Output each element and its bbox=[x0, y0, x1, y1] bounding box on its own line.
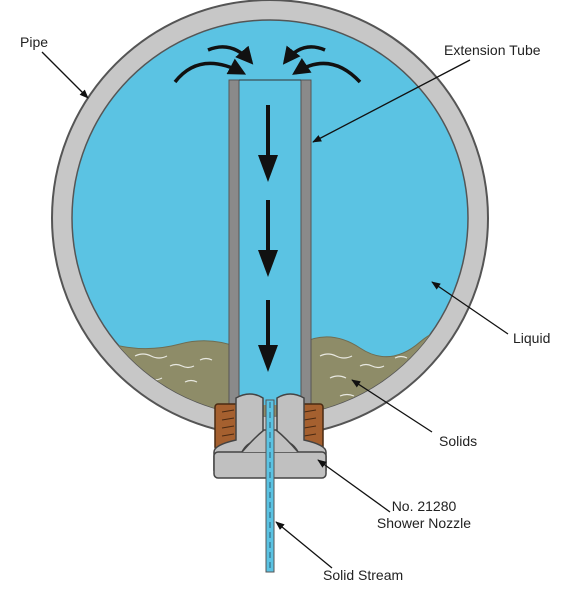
shower-nozzle bbox=[213, 393, 327, 479]
nozzle-label: No. 21280 Shower Nozzle bbox=[372, 498, 476, 532]
downward-flow-arrows bbox=[258, 105, 278, 372]
extension-tube-label: Extension Tube bbox=[444, 42, 541, 58]
nozzle-label-line1: No. 21280 bbox=[391, 498, 457, 514]
pipe-label: Pipe bbox=[20, 34, 49, 50]
extension-tube-leader bbox=[312, 59, 471, 143]
solids-leader bbox=[351, 379, 433, 433]
nozzle-leader bbox=[317, 459, 391, 513]
inflow-arrows bbox=[173, 45, 362, 84]
liquid-leader bbox=[431, 281, 509, 335]
solid-stream-label: Solid Stream bbox=[323, 567, 404, 583]
liquid-label: Liquid bbox=[513, 330, 551, 346]
nozzle-label-line2: Shower Nozzle bbox=[376, 515, 472, 531]
solid-stream-leader bbox=[275, 521, 333, 569]
solid-stream bbox=[265, 399, 275, 573]
pipe-leader bbox=[41, 51, 89, 99]
solids-label: Solids bbox=[439, 433, 478, 449]
